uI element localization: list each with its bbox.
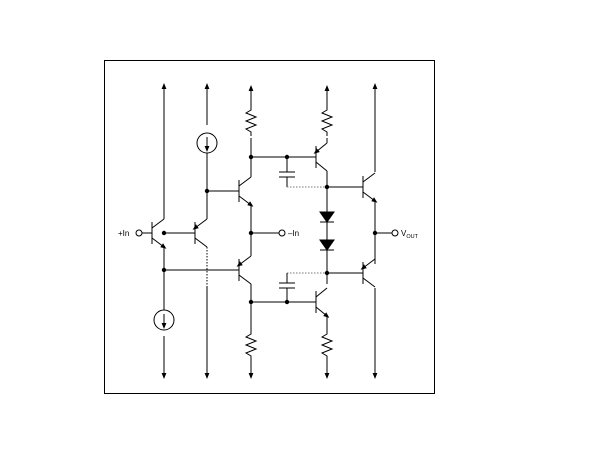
pnp-transistor-icon: [313, 138, 328, 212]
junction-dot: [161, 267, 167, 273]
vout-label: VOUT: [401, 229, 419, 240]
junction-dot: [204, 188, 210, 194]
diode-icon: [319, 239, 335, 251]
resistor-icon: [320, 330, 334, 360]
capacitor-icon: [279, 273, 295, 302]
resistor-icon: [244, 106, 258, 136]
pnp-transistor-icon: [236, 255, 252, 302]
junction-dot: [372, 230, 378, 236]
current-source-icon: [153, 309, 175, 331]
junction-dot: [248, 299, 254, 305]
vout-main: V: [401, 229, 407, 238]
junction-dot: [284, 299, 290, 305]
diagram-frame: [104, 60, 435, 394]
npn-transistor-icon: [238, 157, 254, 222]
junction-dot: [248, 154, 254, 160]
pnp-transistor-icon: [360, 258, 376, 288]
plus-in-label: +In: [118, 229, 129, 238]
terminal-icon: [391, 229, 399, 237]
npn-transistor-icon: [362, 172, 378, 264]
minus-in-label: –In: [288, 229, 299, 238]
resistor-icon: [244, 330, 258, 360]
capacitor-icon: [279, 157, 295, 187]
junction-dot: [324, 184, 330, 190]
junction-dot: [284, 154, 290, 160]
npn-transistor-icon: [315, 287, 330, 330]
npn-transistor-icon: [151, 163, 167, 270]
terminal-icon: [278, 229, 286, 237]
current-source-icon: [196, 132, 218, 154]
terminal-icon: [135, 229, 143, 237]
pnp-transistor-icon: [192, 191, 208, 286]
vout-subscript: OUT: [406, 234, 418, 240]
junction-dot: [248, 230, 254, 236]
diode-icon: [319, 211, 335, 223]
junction-dot: [324, 270, 330, 276]
resistor-icon: [320, 106, 334, 136]
junction-dot: [161, 230, 167, 236]
